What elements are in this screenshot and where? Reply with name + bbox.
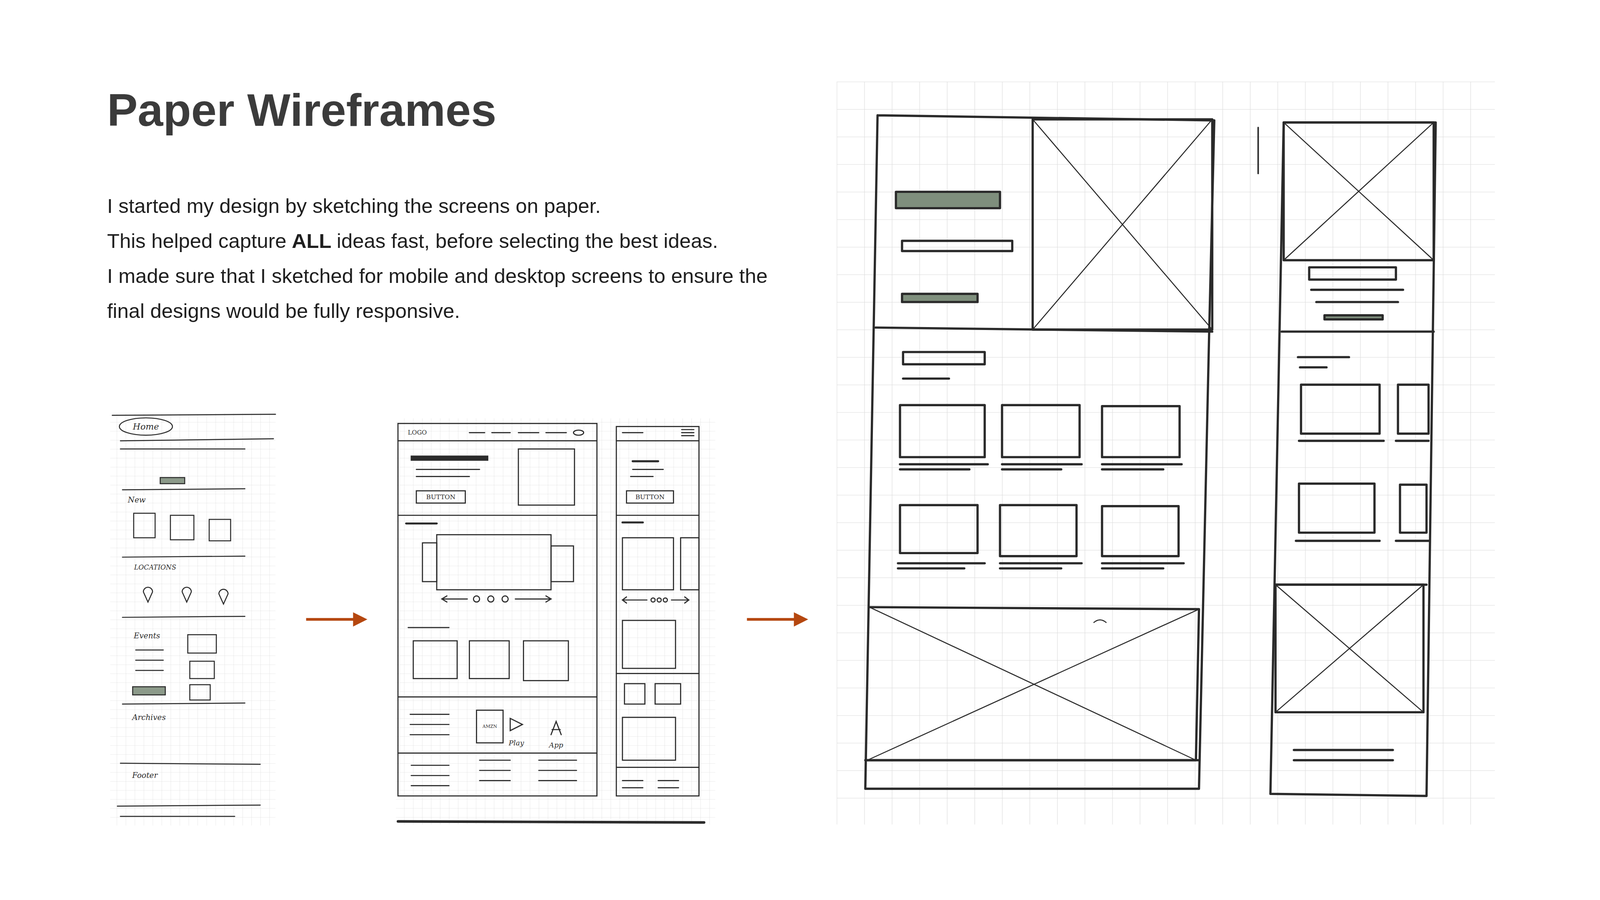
page-title: Paper Wireframes xyxy=(107,82,497,138)
sketch-note: Footer xyxy=(130,771,159,780)
body-text: ideas fast, before selecting the best id… xyxy=(336,229,718,253)
body-text: This helped capture xyxy=(107,229,287,253)
sketch-note: Home xyxy=(131,421,161,432)
intro-text: I started my design by sketching the scr… xyxy=(107,188,791,329)
sketch-note: New xyxy=(126,495,148,505)
sketch-note: Play xyxy=(507,738,526,747)
body-text: I started my design by sketching the scr… xyxy=(107,194,601,218)
paragraph: I started my design by sketching the scr… xyxy=(107,188,791,224)
body-text: I made sure that I sketched for mobile a… xyxy=(107,264,768,323)
sketch-note: Events xyxy=(132,631,162,640)
paragraph: This helped captureALLideas fast, before… xyxy=(107,223,791,259)
emphasis-text: ALL xyxy=(291,229,332,253)
sketch-note: App xyxy=(547,740,565,749)
sketch-note: BUTTON xyxy=(425,493,457,501)
sketch-note: BUTTON xyxy=(634,493,666,501)
sketch-note: Archives xyxy=(130,713,168,722)
paragraph: I made sure that I sketched for mobile a… xyxy=(107,258,791,329)
sketch-note: LOCATIONS xyxy=(132,563,178,572)
sketch-note: LOGO xyxy=(406,429,429,436)
sketch-note: AMZN xyxy=(481,724,499,730)
